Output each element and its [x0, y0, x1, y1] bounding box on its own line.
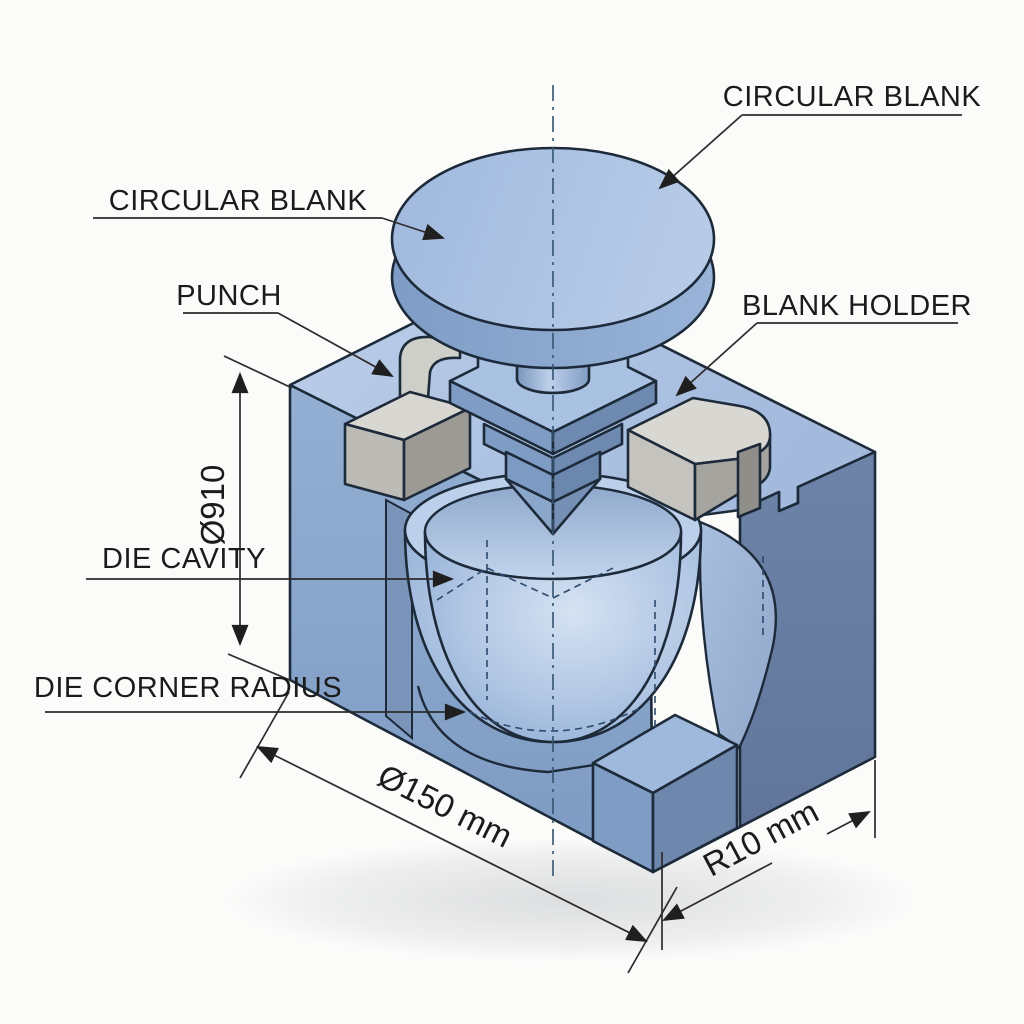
punch-plate-right-face: [551, 379, 658, 456]
blank-holder-left: [343, 335, 472, 502]
dimension-blank-diameter: Ø910: [194, 355, 293, 682]
ledge-right-face: [651, 743, 739, 874]
blank-holder-text: BLANK HOLDER: [742, 290, 972, 322]
die-cavity-text: DIE CAVITY: [102, 543, 266, 575]
circular-blank-top-text: CIRCULAR BLANK: [723, 81, 982, 113]
die-corner-radius-text: DIE CORNER RADIUS: [34, 672, 342, 704]
label-punch: PUNCH: [176, 280, 394, 378]
circular-blank-left-text: CIRCULAR BLANK: [109, 185, 368, 217]
holder-left-side-face: [402, 406, 472, 502]
punch-text: PUNCH: [176, 280, 282, 312]
dim-blank-diameter-text: Ø910: [194, 465, 231, 546]
label-die-corner-radius: DIE CORNER RADIUS: [34, 672, 467, 721]
blank-holder-right: [626, 396, 772, 522]
label-circular-blank-left: CIRCULAR BLANK: [93, 185, 446, 241]
label-circular-blank-top: CIRCULAR BLANK: [658, 81, 982, 190]
holder-right-tab: [736, 442, 762, 519]
hidden-lines: [436, 540, 764, 732]
floor-shadow: [225, 838, 915, 962]
label-blank-holder: BLANK HOLDER: [675, 290, 972, 397]
punch-tip-right-face: [551, 477, 602, 536]
label-die-cavity: DIE CAVITY: [86, 543, 455, 588]
